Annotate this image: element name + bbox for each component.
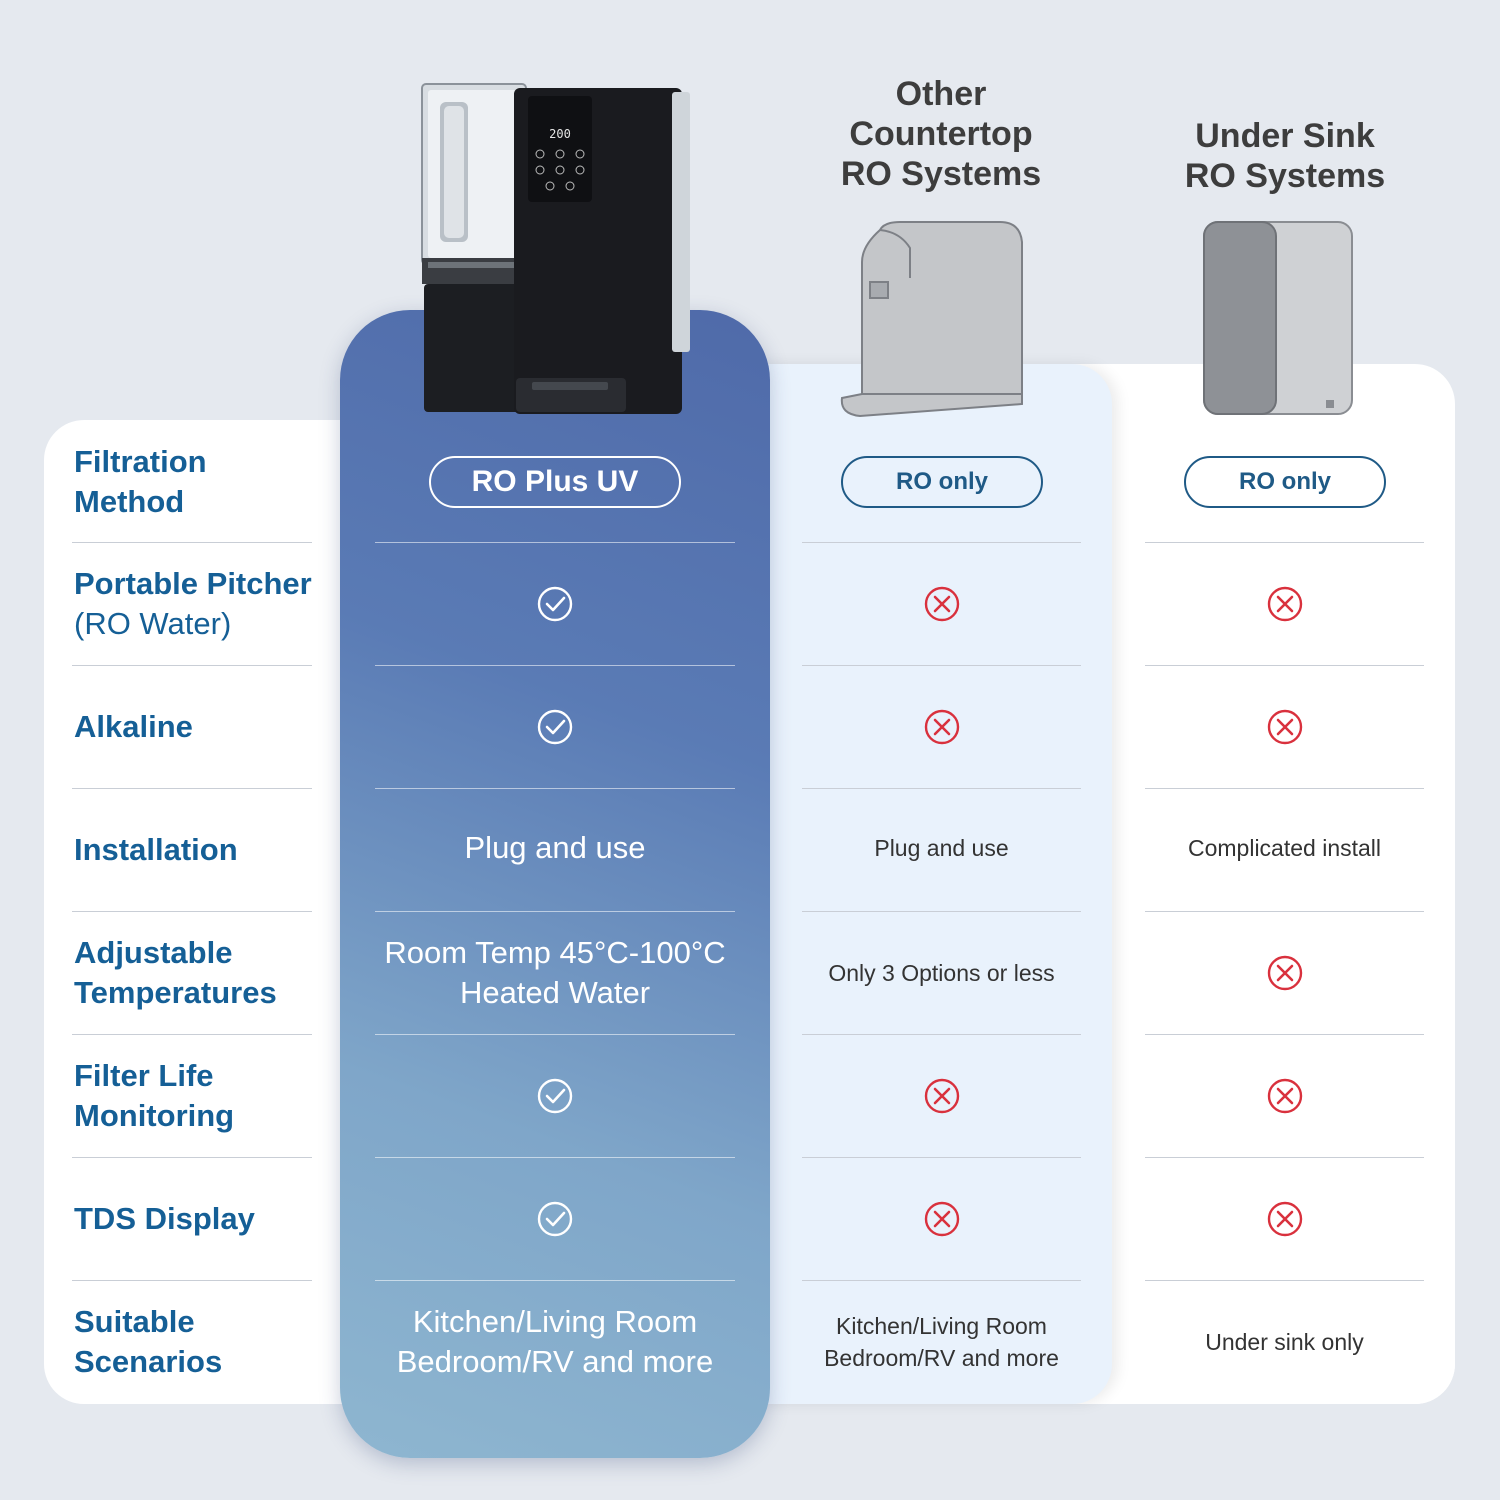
row-label-filtration-method: Filtration Method (74, 444, 207, 519)
adjustable-temperatures-featured-cell: Room Temp 45°C-100°C Heated Water (384, 935, 726, 1010)
row-divider (802, 1280, 1081, 1281)
row-divider (375, 665, 735, 666)
row-divider (802, 911, 1081, 912)
row-label-alkaline: Alkaline (74, 709, 193, 744)
row-divider (1145, 1034, 1424, 1035)
alkaline-under-sink-cell (1145, 666, 1424, 788)
under-sink-ro-image (1203, 221, 1353, 415)
row-divider (375, 1157, 735, 1158)
under-sink-ro-only-badge: RO only (1184, 456, 1386, 508)
row-divider (1145, 665, 1424, 666)
cross-icon (924, 586, 959, 622)
other-countertop-ro-image (840, 221, 1023, 418)
row-divider (1145, 542, 1424, 543)
row-divider (802, 788, 1081, 789)
row-divider (72, 665, 312, 666)
row-label-suitable-scenarios: Suitable Scenarios (74, 1304, 223, 1379)
portable-pitcher-under-sink-cell (1145, 543, 1424, 665)
row-divider (802, 1157, 1081, 1158)
portable-pitcher-featured-cell (375, 543, 735, 665)
suitable-scenarios-featured-cell: Kitchen/Living Room Bedroom/RV and more (396, 1304, 714, 1379)
tds-display-readout: 200 (549, 127, 571, 141)
row-label-tds-display: TDS Display (74, 1201, 255, 1236)
row-label-installation: Installation (74, 832, 238, 867)
row-divider (1145, 1157, 1424, 1158)
row-label-sub: (RO Water) (74, 606, 232, 641)
check-icon (537, 709, 573, 745)
row-divider (1145, 1280, 1424, 1281)
check-icon (537, 1201, 573, 1237)
tds-display-under-sink-cell (1145, 1158, 1424, 1280)
row-divider (375, 1034, 735, 1035)
row-divider (72, 1280, 312, 1281)
check-icon (537, 1078, 573, 1114)
row-divider (72, 1157, 312, 1158)
cross-icon (924, 1078, 959, 1114)
installation-other-countertop-cell: Plug and use (874, 835, 1009, 861)
alkaline-other-countertop-cell (802, 666, 1081, 788)
row-divider (802, 1034, 1081, 1035)
check-icon (537, 586, 573, 622)
filter-life-featured-cell (375, 1035, 735, 1157)
cross-icon (1267, 1078, 1302, 1114)
portable-pitcher-other-countertop-cell (802, 543, 1081, 665)
under-sink-column-bg (1060, 364, 1455, 1404)
other-countertop-column-bg (760, 364, 1112, 1404)
row-divider (72, 542, 312, 543)
row-divider (72, 788, 312, 789)
row-divider (1145, 911, 1424, 912)
row-divider (375, 788, 735, 789)
suitable-scenarios-other-countertop-cell: Kitchen/Living Room Bedroom/RV and more (824, 1313, 1059, 1371)
featured-column-bg (340, 310, 770, 1458)
row-divider (375, 1280, 735, 1281)
adjustable-temperatures-under-sink-cell (1145, 912, 1424, 1034)
row-divider (1145, 788, 1424, 789)
other-countertop-header: Other Countertop RO Systems (840, 75, 1042, 193)
cross-icon (924, 709, 959, 745)
cross-icon (1267, 955, 1302, 991)
row-divider (72, 1034, 312, 1035)
row-label-main: Portable Pitcher (74, 566, 312, 601)
row-label-filter-life-monitoring: Filter Life Monitoring (74, 1058, 235, 1133)
cross-icon (1267, 586, 1302, 622)
filter-life-under-sink-cell (1145, 1035, 1424, 1157)
tds-display-featured-cell (375, 1158, 735, 1280)
countertop-ro-dispenser-image: 200 (421, 83, 690, 414)
tds-display-other-countertop-cell (802, 1158, 1081, 1280)
row-divider (802, 542, 1081, 543)
cross-icon (924, 1201, 959, 1237)
adjustable-temperatures-other-countertop-cell: Only 3 Options or less (828, 960, 1055, 986)
row-divider (375, 911, 735, 912)
under-sink-header: Under Sink RO Systems (1184, 117, 1386, 195)
row-divider (72, 911, 312, 912)
installation-under-sink-cell: Complicated install (1187, 835, 1382, 861)
other-countertop-ro-only-badge: RO only (841, 456, 1043, 508)
suitable-scenarios-under-sink-cell: Under sink only (1205, 1329, 1364, 1355)
row-divider (375, 542, 735, 543)
cross-icon (1267, 1201, 1302, 1237)
row-label-portable-pitcher: Portable Pitcher (RO Water) (74, 543, 334, 665)
row-divider (802, 665, 1081, 666)
cross-icon (1267, 709, 1302, 745)
filter-life-other-countertop-cell (802, 1035, 1081, 1157)
ro-plus-uv-badge: RO Plus UV (429, 456, 681, 508)
row-label-adjustable-temperatures: Adjustable Temperatures (74, 935, 277, 1010)
installation-featured-cell: Plug and use (464, 830, 646, 865)
alkaline-featured-cell (375, 666, 735, 788)
